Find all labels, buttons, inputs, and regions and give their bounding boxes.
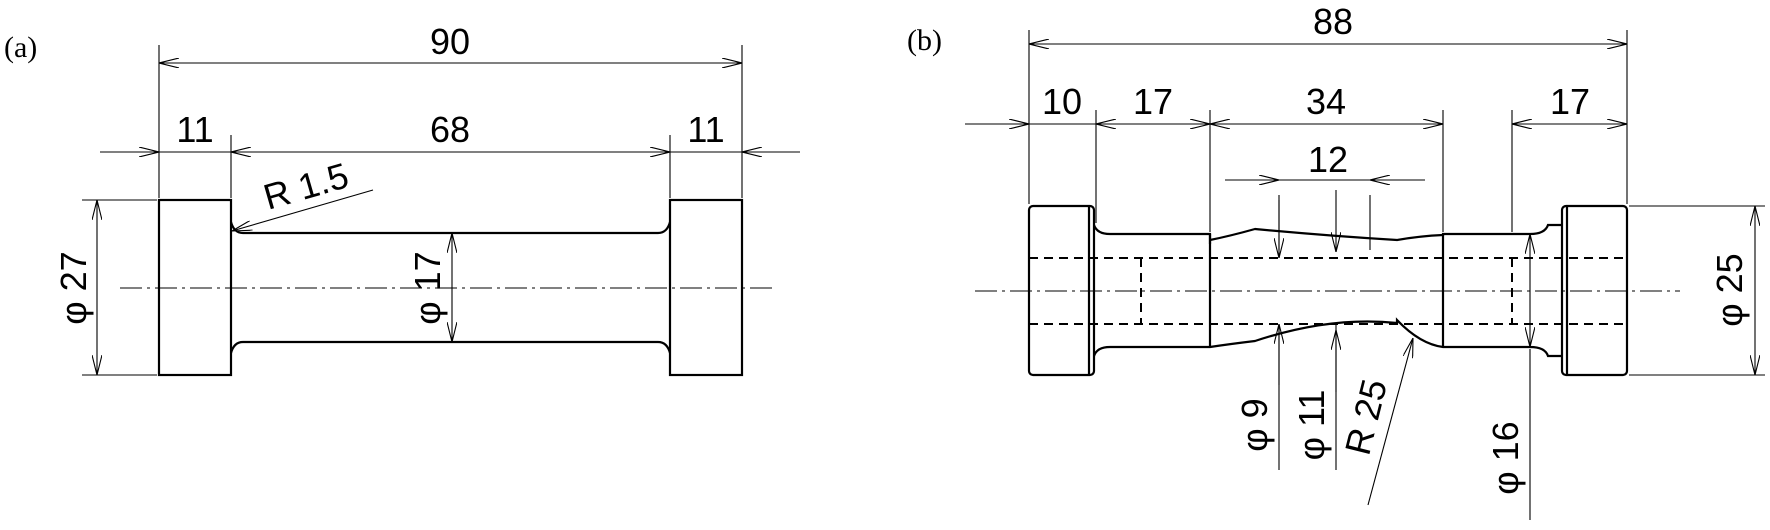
panel-a-gauge-diameter-dim: φ 17 xyxy=(407,233,452,342)
panel-a-gauge-diameter: φ 17 xyxy=(407,251,448,324)
panel-b-head-diameter-dim: φ 25 xyxy=(1709,206,1755,375)
panel-a-extension-lines xyxy=(82,45,743,376)
panel-b-overall-length-dim: 88 xyxy=(1029,1,1627,44)
panel-a-grip-diameter: φ 27 xyxy=(53,251,94,324)
panel-a-segment-dims: 11 68 11 xyxy=(100,109,800,152)
panel-b-right-shank: 17 xyxy=(1550,81,1590,122)
panel-a: (a) 90 11 xyxy=(4,21,800,377)
panel-b: (b) xyxy=(907,1,1765,520)
panel-b-label: (b) xyxy=(907,24,942,57)
panel-a-overall-length: 90 xyxy=(430,21,470,62)
panel-b-shank-diameter: φ 16 xyxy=(1485,421,1526,494)
panel-b-neck-diameter-dim: φ 11 xyxy=(1291,190,1336,460)
panel-b-neck-diameter: φ 11 xyxy=(1291,390,1332,461)
panel-b-bore-diameter: φ 9 xyxy=(1234,398,1275,451)
panel-a-grip-diameter-dim: φ 27 xyxy=(53,200,97,375)
panel-b-notch-radius: R 25 xyxy=(1337,375,1395,459)
panel-b-notch-radius-dim: R 25 xyxy=(1337,338,1413,506)
panel-b-left-head: 10 xyxy=(1042,81,1082,122)
panel-a-gauge-length: 68 xyxy=(430,109,470,150)
panel-a-right-grip: 11 xyxy=(687,109,724,150)
panel-b-bore-diameter-dim: φ 9 xyxy=(1234,200,1279,452)
panel-a-fillet-radius-dim: R 1.5 xyxy=(232,155,374,231)
panel-b-segment-dims: 10 17 34 17 xyxy=(965,81,1627,124)
panel-a-fillet-radius: R 1.5 xyxy=(259,155,353,218)
panel-a-left-grip: 11 xyxy=(176,109,213,150)
panel-a-label: (a) xyxy=(4,31,37,64)
panel-b-shank-diameter-dim: φ 16 xyxy=(1485,234,1530,495)
panel-b-neck-length-dim: 12 xyxy=(1225,139,1425,180)
panel-b-middle-section: 34 xyxy=(1306,81,1346,122)
panel-b-neck-length: 12 xyxy=(1308,139,1348,180)
panel-a-overall-length-dim: 90 xyxy=(159,21,742,63)
panel-b-overall-length: 88 xyxy=(1313,1,1353,42)
panel-b-left-shank: 17 xyxy=(1133,81,1173,122)
panel-b-head-diameter: φ 25 xyxy=(1709,253,1750,326)
